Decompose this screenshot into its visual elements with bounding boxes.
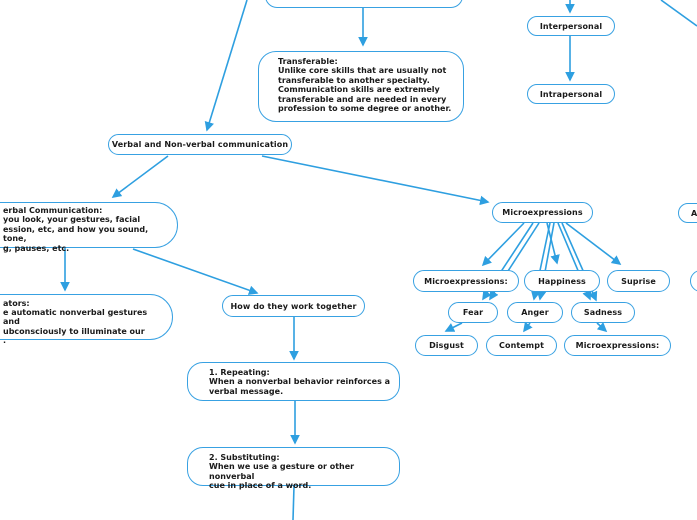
node-happiness[interactable]: Happiness <box>524 270 600 292</box>
node-interpersonal[interactable]: Interpersonal <box>527 16 615 36</box>
node-illustrators-text: ators: e automatic nonverbal gestures an… <box>3 298 148 346</box>
node-illustrators-cutoff[interactable]: ators: e automatic nonverbal gestures an… <box>0 294 173 345</box>
edge-substituting-offscreen <box>292 485 295 520</box>
node-microexpressions-row1[interactable]: Microexpressions: <box>413 270 519 292</box>
node-top-cutoff[interactable] <box>265 0 463 8</box>
node-right-cutoff-top-label: A <box>691 208 697 218</box>
node-verbal-nonverbal[interactable]: Verbal and Non-verbal communication <box>108 134 292 155</box>
node-verbal-nonverbal-label: Verbal and Non-verbal communication <box>111 140 289 149</box>
node-microexpressions-row1-label: Microexpressions: <box>424 276 508 286</box>
node-microexpressions[interactable]: Microexpressions <box>492 202 593 223</box>
edge-top-verbalnonverbal <box>204 0 248 132</box>
node-verbal-communication-cutoff[interactable]: erbal Communication: you look, your gest… <box>0 202 178 253</box>
node-happiness-label: Happiness <box>538 276 586 286</box>
node-disgust[interactable]: Disgust <box>415 335 478 356</box>
edge-micro-row1 <box>481 222 525 267</box>
node-microexpressions-label: Microexpressions <box>502 208 583 217</box>
node-verbal-communication-text: erbal Communication: you look, your gest… <box>3 206 149 253</box>
edge-micro-happiness <box>546 222 560 265</box>
node-right-cutoff-top[interactable]: A <box>678 203 697 223</box>
edge-anger-contempt <box>523 321 533 333</box>
edge-verbalcomm-howtogether <box>132 248 259 295</box>
node-intrapersonal-label: Intrapersonal <box>539 89 603 99</box>
node-substituting-text: 2. Substituting: When we use a gesture o… <box>209 453 355 491</box>
edge-verbal-verbalcomm <box>111 155 169 198</box>
node-suprise[interactable]: Suprise <box>607 270 670 292</box>
node-how-together[interactable]: How do they work together <box>222 295 365 317</box>
node-fear-label: Fear <box>462 308 484 317</box>
edge-fear-disgust <box>444 322 463 332</box>
node-microexpressions-row3[interactable]: Microexpressions: <box>564 335 671 356</box>
node-fear[interactable]: Fear <box>448 302 498 323</box>
edge-micro-suprise <box>565 222 622 265</box>
node-sadness[interactable]: Sadness <box>571 302 635 323</box>
node-microexpressions-row3-label: Microexpressions: <box>575 341 660 350</box>
node-substituting[interactable]: 2. Substituting: When we use a gesture o… <box>187 447 400 490</box>
node-anger-label: Anger <box>521 308 549 317</box>
node-sadness-label: Sadness <box>583 308 623 317</box>
node-contempt[interactable]: Contempt <box>486 335 557 356</box>
node-transferable-text: Transferable: Unlike core skills that ar… <box>278 57 452 114</box>
node-right-cutoff-row1[interactable] <box>690 270 697 292</box>
node-disgust-label: Disgust <box>429 341 464 350</box>
node-how-together-label: How do they work together <box>230 301 357 311</box>
node-intrapersonal[interactable]: Intrapersonal <box>527 84 615 104</box>
node-suprise-label: Suprise <box>621 276 656 286</box>
edge-verbal-microexpressions <box>261 155 490 206</box>
edge-topright-offscreen <box>660 0 697 27</box>
node-anger[interactable]: Anger <box>507 302 563 323</box>
node-contempt-label: Contempt <box>499 341 544 350</box>
node-interpersonal-label: Interpersonal <box>539 21 603 31</box>
node-repeating[interactable]: 1. Repeating: When a nonverbal behavior … <box>187 362 400 401</box>
edge-sadness-microrow3 <box>596 322 608 333</box>
node-transferable[interactable]: Transferable: Unlike core skills that ar… <box>258 51 464 122</box>
node-repeating-text: 1. Repeating: When a nonverbal behavior … <box>209 368 391 396</box>
